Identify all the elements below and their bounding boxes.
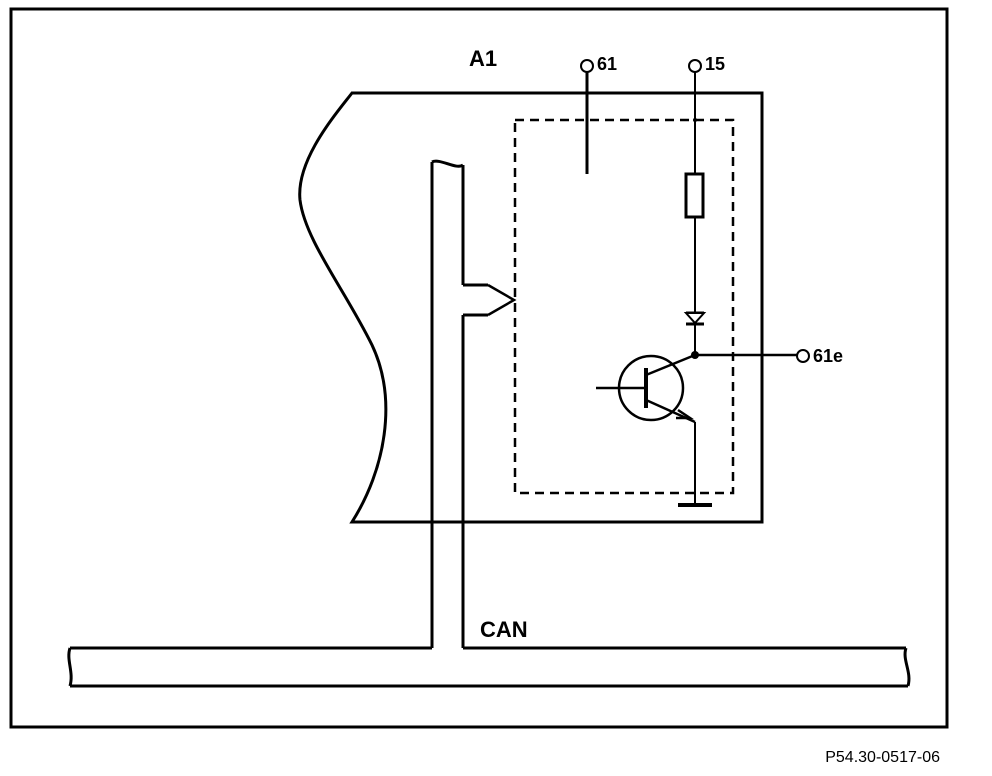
figure-id-label: P54.30-0517-06 xyxy=(825,749,940,766)
can-stub-line xyxy=(430,159,517,648)
diode-symbol xyxy=(683,311,707,355)
transistor-symbol xyxy=(596,353,696,505)
can-label: CAN xyxy=(480,617,528,642)
terminal-61-symbol xyxy=(580,59,594,174)
can-connection-arrow xyxy=(487,283,517,317)
terminal-61-label: 61 xyxy=(597,54,617,74)
terminal-61e-symbol xyxy=(695,349,810,363)
terminal-15-label: 15 xyxy=(705,54,725,74)
diagram-frame xyxy=(9,7,949,729)
internal-circuit-box xyxy=(513,118,735,495)
module-label: A1 xyxy=(469,46,497,71)
terminal-61e-label: 61e xyxy=(813,346,843,366)
can-bus-line xyxy=(67,646,911,688)
module-a1-outline xyxy=(298,91,764,524)
resistor-symbol xyxy=(684,172,705,219)
terminal-15-symbol xyxy=(688,59,702,174)
